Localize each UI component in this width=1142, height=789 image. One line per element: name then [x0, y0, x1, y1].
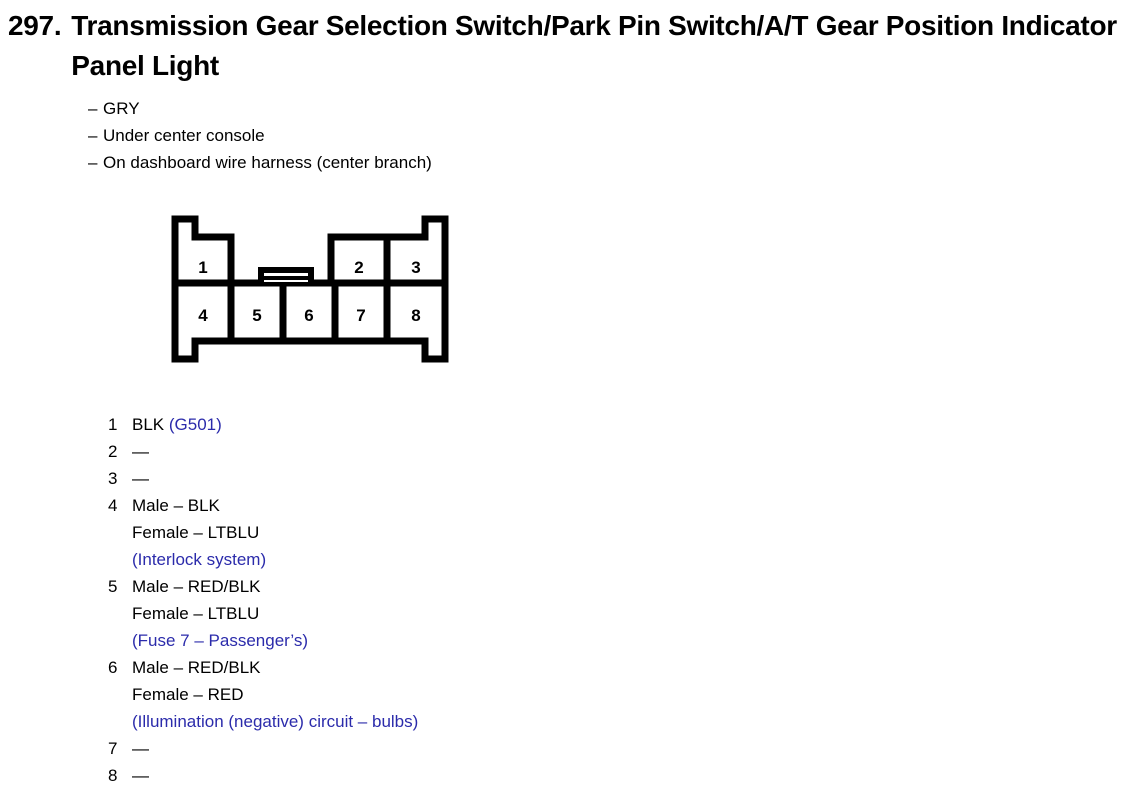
pin-number: 2	[108, 442, 118, 461]
pin-wire-line: —	[132, 442, 149, 461]
pin-entry: 2 —	[108, 438, 808, 465]
pin-wire-line: —	[132, 469, 149, 488]
attribute-line: –Under center console	[88, 122, 888, 149]
pin-entry: 5 Male – RED/BLK Female – LTBLU (Fuse 7 …	[108, 573, 808, 654]
pin-detail: —	[132, 465, 808, 492]
pin-entry: 8 —	[108, 762, 808, 789]
attribute-text: Under center console	[103, 126, 265, 145]
pin-number: 4	[108, 496, 118, 515]
pin-wire-line-female: Female – RED	[132, 685, 244, 704]
pin-detail: —	[132, 762, 808, 789]
pin-label-6: 6	[304, 306, 313, 325]
pin-entry: 1 BLK (G501)	[108, 411, 808, 438]
pin-number: 7	[108, 739, 118, 758]
pin-wire-line: BLK (G501)	[132, 411, 808, 438]
pin-detail: Male – RED/BLK Female – LTBLU (Fuse 7 – …	[132, 573, 808, 654]
pin-circuit-note: (G501)	[168, 415, 222, 434]
pin-wire-line-female: Female – LTBLU	[132, 604, 260, 623]
pin-wire-color: BLK	[132, 415, 165, 434]
pin-circuit-note: (Illumination (negative) circuit – bulbs…	[132, 712, 419, 731]
pin-number: 5	[108, 577, 118, 596]
pin-wire-line: —	[132, 739, 149, 758]
pin-detail: Male – BLK Female – LTBLU (Interlock sys…	[132, 492, 808, 573]
pin-wire-line-male: Male – RED/BLK	[132, 658, 261, 677]
connector-diagram: 1 2 3 4 5 6 7 8	[171, 215, 449, 363]
pin-wire-line-male: Male – BLK	[132, 496, 220, 515]
pin-entry: 6 Male – RED/BLK Female – RED (Illuminat…	[108, 654, 808, 735]
pin-entry: 3 —	[108, 465, 808, 492]
pin-number: 6	[108, 658, 118, 677]
pin-label-7: 7	[356, 306, 365, 325]
pin-label-4: 4	[198, 306, 208, 325]
pin-circuit-note: (Fuse 7 – Passenger’s)	[132, 631, 309, 650]
pin-detail: —	[132, 438, 808, 465]
pin-label-1: 1	[198, 258, 207, 277]
pin-wire-line: —	[132, 766, 149, 785]
attribute-line: –GRY	[88, 95, 888, 122]
connector-body-path	[171, 215, 449, 363]
connector-attributes: –GRY –Under center console –On dashboard…	[88, 95, 888, 176]
pin-label-2: 2	[354, 258, 363, 277]
page-header: 297. Transmission Gear Selection Switch/…	[8, 6, 1138, 86]
bullet-dash-icon: –	[88, 126, 98, 145]
pin-number: 1	[108, 415, 118, 434]
connector-outline-svg: 1 2 3 4 5 6 7 8	[171, 215, 449, 363]
attribute-text: On dashboard wire harness (center branch…	[103, 153, 432, 172]
pin-detail: BLK (G501)	[132, 411, 808, 438]
pin-number: 3	[108, 469, 118, 488]
pin-detail: —	[132, 735, 808, 762]
attribute-line: –On dashboard wire harness (center branc…	[88, 149, 888, 176]
pin-number: 8	[108, 766, 118, 785]
pin-wire-line-male: Male – RED/BLK	[132, 577, 261, 596]
pin-circuit-note: (Interlock system)	[132, 550, 267, 569]
pin-detail: Male – RED/BLK Female – RED (Illuminatio…	[132, 654, 808, 735]
pin-label-8: 8	[411, 306, 420, 325]
pin-label-5: 5	[252, 306, 261, 325]
pin-label-3: 3	[411, 258, 420, 277]
pin-wire-line-female: Female – LTBLU	[132, 523, 260, 542]
page-title: Transmission Gear Selection Switch/Park …	[71, 10, 1117, 81]
bullet-dash-icon: –	[88, 153, 98, 172]
pin-list: 1 BLK (G501) 2 — 3 — 4 Male – BLK Female…	[108, 411, 808, 789]
attribute-text: GRY	[103, 99, 140, 118]
pin-entry: 4 Male – BLK Female – LTBLU (Interlock s…	[108, 492, 808, 573]
latch-tab-icon	[258, 267, 314, 286]
pin-entry: 7 —	[108, 735, 808, 762]
bullet-dash-icon: –	[88, 99, 98, 118]
entry-number: 297.	[8, 10, 62, 41]
